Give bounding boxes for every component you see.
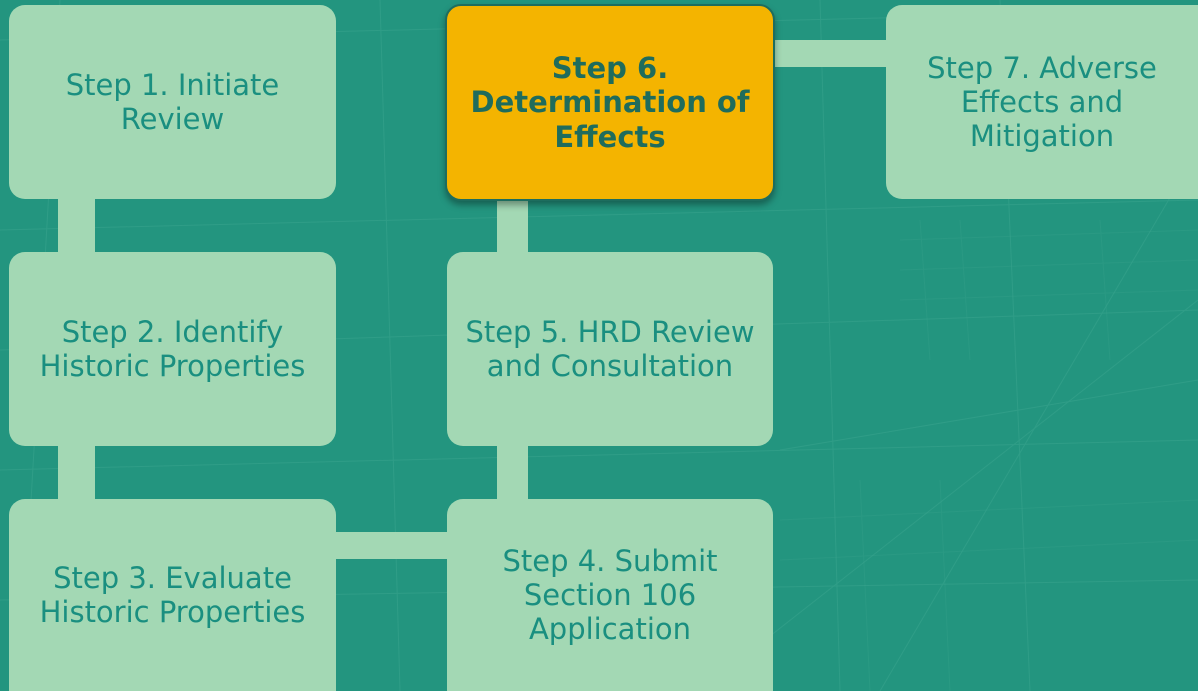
step-6-box-active[interactable]: Step 6. Determination of Effects <box>445 4 775 201</box>
connector-step3-step4 <box>336 532 448 559</box>
connector-step6-step7 <box>772 40 887 67</box>
step-2-box[interactable]: Step 2. Identify Historic Properties <box>9 252 336 446</box>
step-1-label: Step 1. Initiate Review <box>65 67 280 136</box>
step-3-label: Step 3. Evaluate Historic Properties <box>39 560 306 629</box>
step-4-label: Step 4. Submit Section 106 Application <box>502 543 718 647</box>
step-5-label: Step 5. HRD Review and Consultation <box>465 314 755 383</box>
connector-step4-step5 <box>497 445 528 501</box>
connector-step2-step3 <box>58 445 95 501</box>
step-7-box[interactable]: Step 7. Adverse Effects and Mitigation <box>886 5 1198 199</box>
step-2-label: Step 2. Identify Historic Properties <box>39 314 306 383</box>
step-6-label: Step 6. Determination of Effects <box>470 51 750 154</box>
step-7-label: Step 7. Adverse Effects and Mitigation <box>927 50 1157 154</box>
step-3-box[interactable]: Step 3. Evaluate Historic Properties <box>9 499 336 691</box>
step-1-box[interactable]: Step 1. Initiate Review <box>9 5 336 199</box>
step-4-box[interactable]: Step 4. Submit Section 106 Application <box>447 499 773 691</box>
connector-step5-step6 <box>497 198 528 254</box>
connector-step1-step2 <box>58 198 95 254</box>
step-5-box[interactable]: Step 5. HRD Review and Consultation <box>447 252 773 446</box>
